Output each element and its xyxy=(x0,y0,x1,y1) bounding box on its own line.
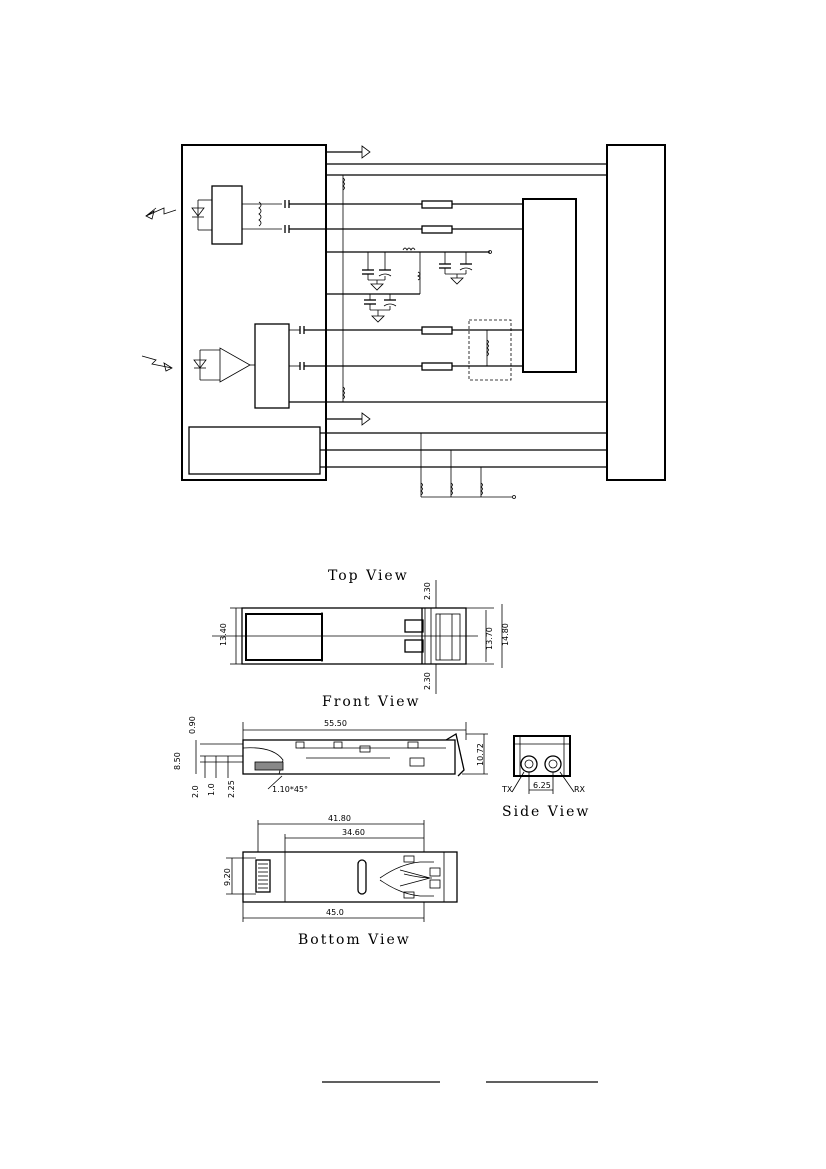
signal-arrow-icon-2 xyxy=(361,412,371,426)
light-out-arrow-icon xyxy=(145,207,177,220)
dim-front-55-50: 55.50 xyxy=(324,719,347,728)
top-view-title: Top View xyxy=(328,568,409,584)
dim-bottom-45-0: 45.0 xyxy=(326,908,344,917)
dim-front-2-0: 2.0 xyxy=(191,785,200,798)
bottom-view-title: Bottom View xyxy=(298,932,411,948)
dim-bottom-41-80: 41.80 xyxy=(328,814,351,823)
rx-resistor-2 xyxy=(421,362,453,371)
block-diagram xyxy=(141,144,666,499)
tx-resistor-1 xyxy=(421,200,453,209)
tia-amplifier-icon xyxy=(219,347,251,383)
signal-arrow-icon xyxy=(361,145,371,159)
side-view-outline xyxy=(513,735,571,777)
tx-resistor-2 xyxy=(421,225,453,234)
side-rx-label: RX xyxy=(574,785,586,794)
dim-top-2-30-upper: 2.30 xyxy=(423,582,432,600)
side-tx-label: TX xyxy=(501,785,513,794)
dim-bottom-34-60: 34.60 xyxy=(342,828,365,837)
front-view: Front View 55.50 0.90 8.50 2.0 1.0 2.25 … xyxy=(173,694,488,798)
dim-front-1-0: 1.0 xyxy=(207,783,216,796)
transceiver-module-box xyxy=(181,144,327,481)
tx-coupling-capacitors-icon xyxy=(284,200,290,233)
front-view-title: Front View xyxy=(322,694,421,710)
dim-front-0-90: 0.90 xyxy=(188,716,197,734)
dim-front-chamfer: 1.10*45° xyxy=(272,785,308,794)
eeprom-controller-box xyxy=(188,426,321,475)
driver-bias-inductor-icon xyxy=(258,201,262,227)
light-in-arrow-icon xyxy=(141,355,173,372)
termination-dashed-box xyxy=(468,319,512,381)
dim-bottom-9-20: 9.20 xyxy=(223,868,232,886)
side-view-title: Side View xyxy=(502,804,590,820)
host-board-box xyxy=(606,144,666,481)
dim-front-2-25: 2.25 xyxy=(227,780,236,798)
power-filter-network xyxy=(326,247,492,323)
laser-diode-icon xyxy=(191,199,212,231)
rx-coupling-capacitors-icon xyxy=(299,326,305,370)
dim-side-6-25: 6.25 xyxy=(533,781,551,790)
pullup-resistor-network xyxy=(420,433,516,499)
laser-driver-box xyxy=(211,185,243,245)
top-view: Top View 13.40 13.70 14.80 2.30 2.30 xyxy=(212,568,510,694)
dim-top-14-80: 14.80 xyxy=(501,623,510,646)
bottom-view: 41.80 34.60 9.20 45.0 Bottom View xyxy=(223,814,458,948)
post-amplifier-box xyxy=(254,323,290,409)
serdes-ic-box xyxy=(522,198,577,373)
dim-front-10-72: 10.72 xyxy=(476,743,485,766)
front-view-outline xyxy=(242,739,456,775)
photodiode-icon xyxy=(193,349,220,381)
rx-resistor-1 xyxy=(421,326,453,335)
side-view: 6.25 TX RX Side View xyxy=(501,735,590,820)
dim-front-8-50: 8.50 xyxy=(173,752,182,770)
dim-top-13-70: 13.70 xyxy=(485,627,494,650)
dim-top-2-30-lower: 2.30 xyxy=(423,672,432,690)
dim-top-13-40: 13.40 xyxy=(219,623,228,646)
